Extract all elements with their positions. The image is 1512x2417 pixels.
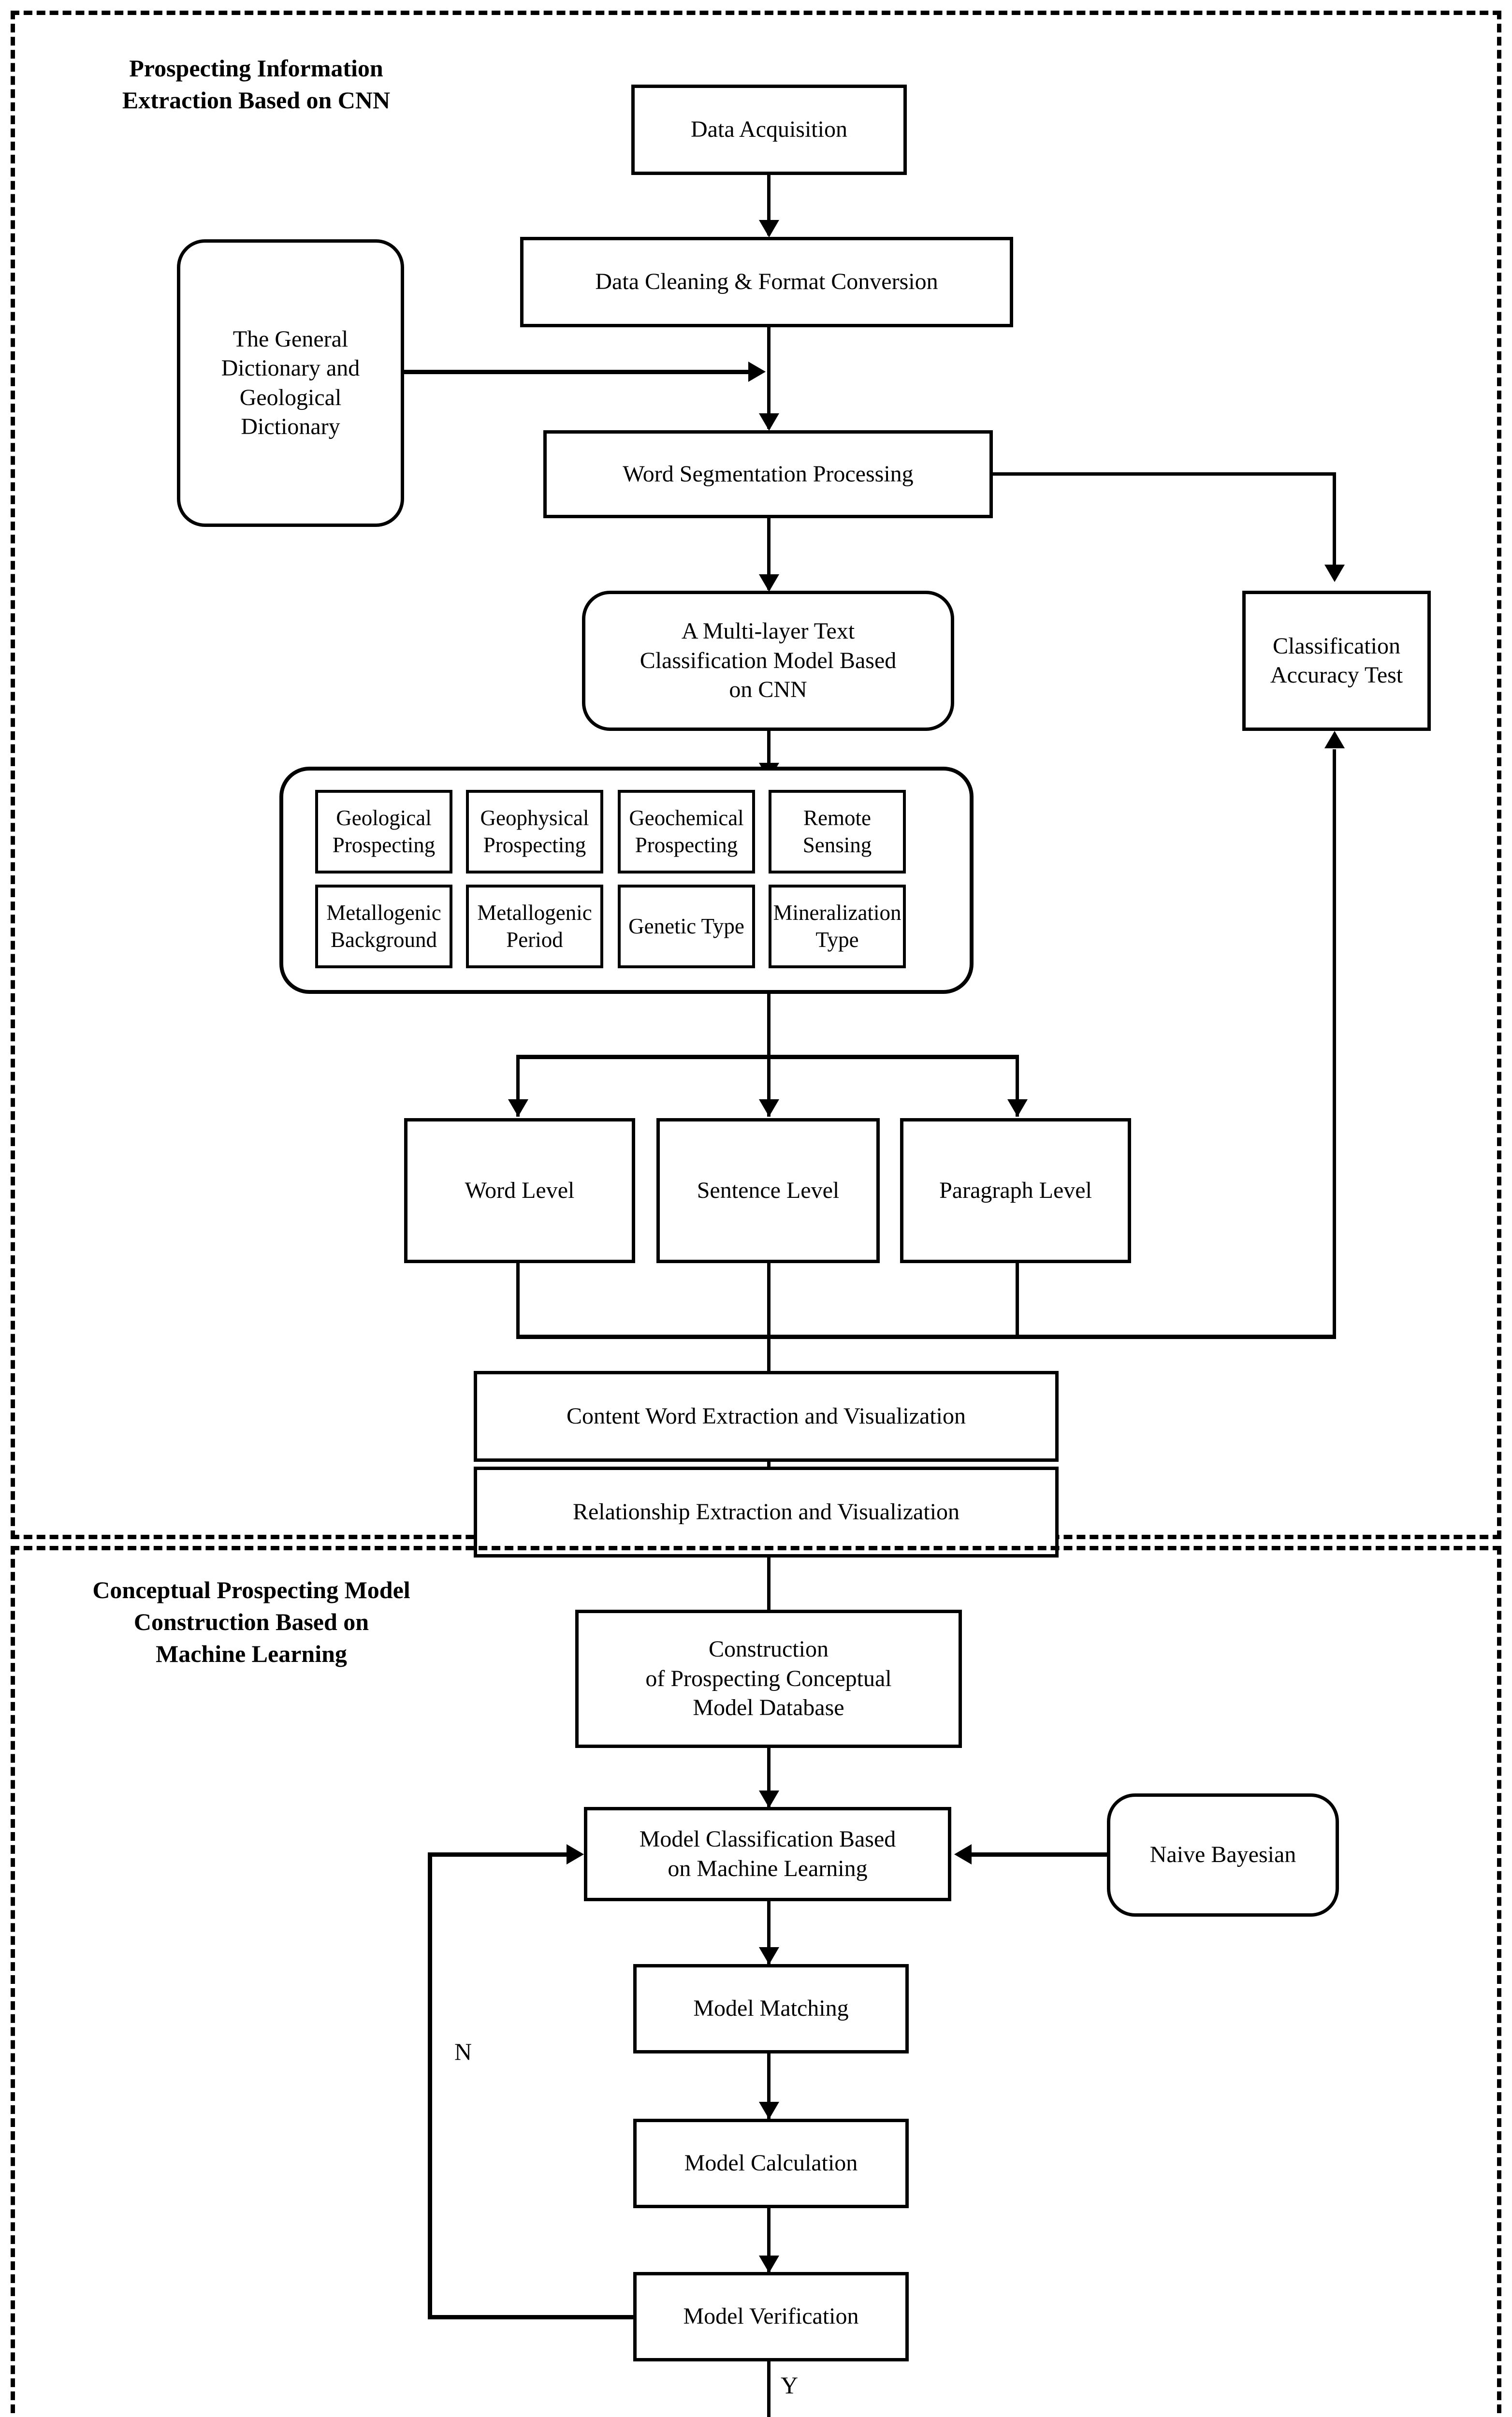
node-sentence-level[interactable]: Sentence Level	[656, 1118, 880, 1263]
edge-cnn-to-categories	[767, 731, 771, 785]
node-model-classification[interactable]: Model Classification Based on Machine Le…	[584, 1807, 951, 1901]
arrowhead-bus-to-sentence-level	[759, 1099, 779, 1117]
edge-categories-to-bus	[767, 994, 771, 1058]
node-model-matching[interactable]: Model Matching	[633, 1964, 909, 2053]
edge-level-merge-bus	[516, 1335, 1336, 1339]
edge-matching-to-calculation	[767, 2053, 771, 2119]
node-word-segmentation[interactable]: Word Segmentation Processing	[543, 430, 993, 518]
arrowhead-construction-to-classification	[759, 1791, 779, 1808]
arrowhead-matching-to-calculation	[759, 2102, 779, 2119]
node-word-level[interactable]: Word Level	[404, 1118, 635, 1263]
node-classification-accuracy-test[interactable]: Classification Accuracy Test	[1242, 591, 1431, 731]
edge-label-no: N	[454, 2038, 472, 2065]
category-cell-remote-sensing[interactable]: Remote Sensing	[769, 790, 906, 874]
arrowhead-bus-to-paragraph-level	[1007, 1099, 1028, 1117]
arrowhead-bayesian-to-classification	[954, 1844, 972, 1864]
edge-paragraph-level-down	[1016, 1263, 1019, 1338]
node-construction-database[interactable]: Construction of Prospecting Conceptual M…	[575, 1610, 962, 1748]
category-cell-metallogenic-background[interactable]: Metallogenic Background	[315, 885, 452, 968]
node-data-acquisition[interactable]: Data Acquisition	[631, 85, 907, 175]
node-model-verification[interactable]: Model Verification	[633, 2272, 909, 2361]
edge-dictionary-to-segmentation	[404, 370, 752, 374]
edge-bus-to-paragraph-level	[1016, 1055, 1019, 1117]
node-content-word-extraction[interactable]: Content Word Extraction and Visualizatio…	[474, 1371, 1059, 1462]
category-cell-mineralization-type[interactable]: Mineralization Type	[769, 885, 906, 968]
edge-segmentation-to-cnn	[767, 518, 771, 590]
panel-conceptual-prospecting-model	[11, 1546, 1501, 2417]
edge-bayesian-to-classification	[972, 1852, 1107, 1857]
edge-label-yes: Y	[781, 2372, 799, 2399]
node-dictionary[interactable]: The General Dictionary and Geological Di…	[177, 239, 404, 527]
edge-segmentation-to-accuracy-v	[1333, 472, 1336, 579]
edge-levels-to-accuracy-v	[1333, 749, 1336, 1338]
arrowhead-dictionary-to-segmentation	[748, 362, 766, 382]
category-cell-geophysical-prospecting[interactable]: Geophysical Prospecting	[466, 790, 603, 874]
arrowhead-bus-to-word-level	[508, 1099, 528, 1117]
edge-bus-to-word-level	[516, 1055, 520, 1117]
edge-loop-to-classification-h	[428, 1852, 568, 1857]
edge-segmentation-to-accuracy-h	[993, 472, 1336, 476]
arrowhead-levels-to-accuracy	[1324, 731, 1345, 748]
arrowhead-classification-to-matching	[759, 1947, 779, 1965]
edge-construction-to-classification	[767, 1748, 771, 1807]
category-cell-geochemical-prospecting[interactable]: Geochemical Prospecting	[618, 790, 755, 874]
arrowhead-segmentation-to-accuracy	[1324, 565, 1345, 582]
arrowhead-clean-to-segmentation	[759, 413, 779, 431]
node-relationship-extraction[interactable]: Relationship Extraction and Visualizatio…	[474, 1467, 1059, 1558]
edge-acq-to-clean	[767, 175, 771, 235]
edge-relationship-to-construction	[767, 1558, 771, 1629]
panel-cnn-title: Prospecting Information Extraction Based…	[122, 55, 391, 114]
panel-ml-title: Conceptual Prospecting Model Constructio…	[92, 1576, 410, 1667]
node-cnn-model[interactable]: A Multi-layer Text Classification Model …	[582, 591, 954, 731]
arrowhead-loop-to-classification	[567, 1844, 584, 1864]
edge-calculation-to-verification	[767, 2208, 771, 2272]
edge-bus-to-sentence-level	[767, 1055, 771, 1117]
edge-classification-to-matching	[767, 1901, 771, 1964]
node-paragraph-level[interactable]: Paragraph Level	[900, 1118, 1131, 1263]
node-naive-bayesian[interactable]: Naive Bayesian	[1107, 1793, 1339, 1917]
edge-verification-to-loop-h	[428, 2315, 636, 2319]
edge-loop-vertical	[428, 1854, 432, 2319]
node-model-calculation[interactable]: Model Calculation	[633, 2119, 909, 2208]
category-cell-metallogenic-period[interactable]: Metallogenic Period	[466, 885, 603, 968]
category-cell-genetic-type[interactable]: Genetic Type	[618, 885, 755, 968]
edge-verification-to-best	[767, 2361, 771, 2417]
arrowhead-acq-to-clean	[759, 220, 779, 237]
category-cell-geological-prospecting[interactable]: Geological Prospecting	[315, 790, 452, 874]
arrowhead-calculation-to-verification	[759, 2256, 779, 2273]
edge-word-level-down	[516, 1263, 520, 1338]
arrowhead-segmentation-to-cnn	[759, 574, 779, 592]
edge-clean-to-segmentation	[767, 327, 771, 429]
edge-sentence-level-down	[767, 1263, 771, 1338]
node-data-cleaning[interactable]: Data Cleaning & Format Conversion	[520, 237, 1013, 327]
